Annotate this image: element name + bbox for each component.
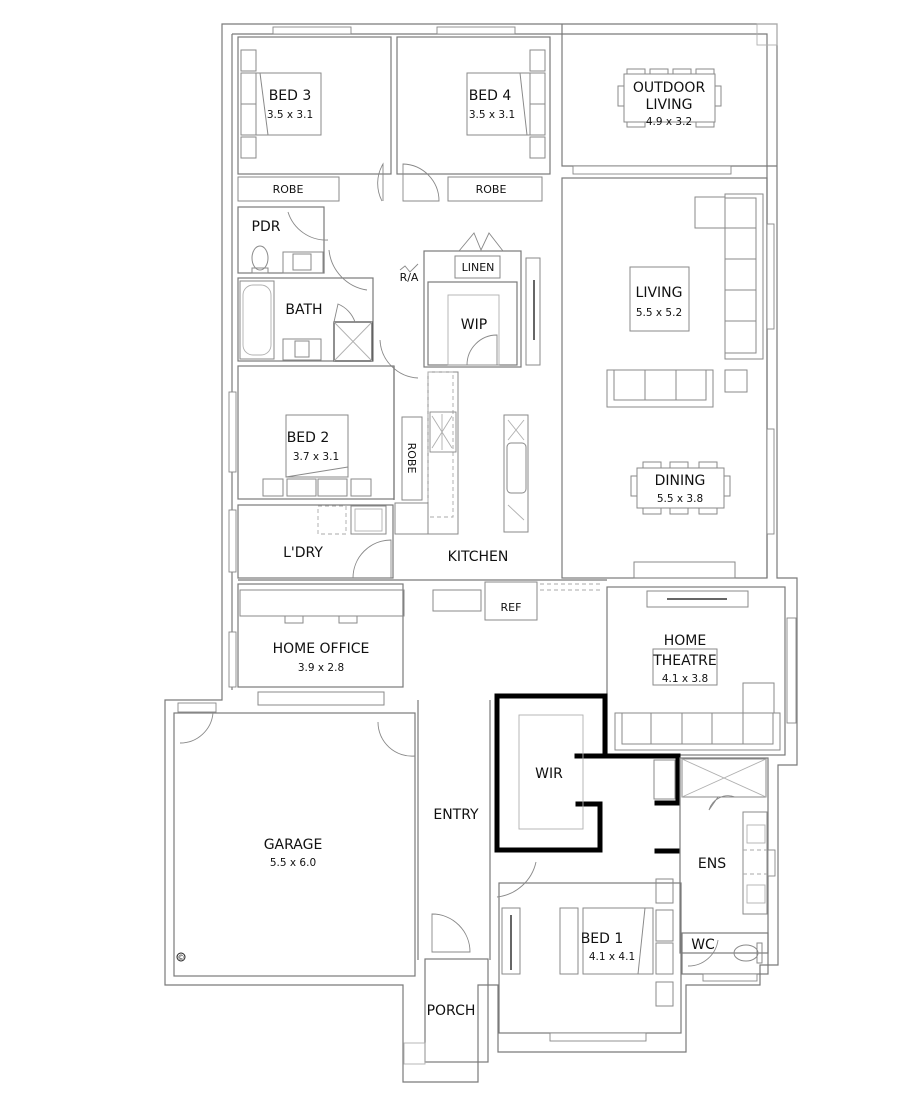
porch: PORCH [403,913,489,1065]
bedroom-4: BED 4 3.5 x 3.1 ROBE [396,26,551,202]
entry: ENTRY [433,807,479,823]
bedroom-3: BED 3 3.5 x 3.1 ROBE [237,26,392,202]
copyright-symbol: © [178,954,185,962]
office-size: 3.9 x 2.8 [298,662,344,674]
ens-label: ENS [698,856,726,872]
office-label: HOME OFFICE [273,641,370,657]
kitchen-label: KITCHEN [448,549,509,565]
door-pdr [287,211,329,241]
living-label: LIVING [636,285,683,301]
walk-in-robe: WIR [494,693,681,854]
wip-linen: R/A LINEN WIP [400,232,541,368]
robe4-label: ROBE [476,183,507,196]
laundry: L'DRY [228,504,394,579]
home-office: HOME OFFICE 3.9 x 2.8 [228,583,482,706]
robe3-label: ROBE [273,183,304,196]
robe2-label: ROBE [405,443,418,474]
bed2-size: 3.7 x 3.1 [293,451,339,463]
entry-label: ENTRY [433,807,479,823]
pdr-label: PDR [252,219,281,235]
bed1-size: 4.1 x 4.1 [589,951,635,963]
home-theatre: HOME THEATRE 4.1 x 3.8 [606,586,797,756]
garage-size: 5.5 x 6.0 [270,857,316,869]
bedroom-2: BED 2 3.7 x 3.1 ROBE [228,365,423,501]
linen-label: LINEN [462,261,495,274]
dining-label: DINING [655,473,706,489]
door-bed4 [402,163,440,202]
outdoor-label-1: OUTDOOR [633,80,706,96]
bed4-size: 3.5 x 3.1 [469,109,515,121]
wir-label: WIR [535,766,563,782]
ra-label: R/A [400,271,419,284]
outdoor-living: OUTDOOR LIVING 4.9 x 3.2 [572,68,732,175]
dining-size: 5.5 x 3.8 [657,493,703,505]
bathroom: BATH [237,249,419,379]
theatre-size: 4.1 x 3.8 [662,673,708,685]
ref-label: REF [501,601,522,614]
theatre-label-2: THEATRE [652,653,717,669]
interior-walls [238,366,607,960]
bedroom-1: BED 1 4.1 x 4.1 [496,861,682,1042]
garage: GARAGE 5.5 x 6.0 © [173,691,416,977]
theatre-label-1: HOME [664,633,706,649]
powder-room: PDR [237,206,329,274]
wip-label: WIP [461,317,487,333]
bed2-label: BED 2 [287,430,330,446]
kitchen: KITCHEN REF [394,371,600,621]
living-size: 5.5 x 5.2 [636,307,682,319]
bed4-label: BED 4 [469,88,512,104]
laundry-label: L'DRY [283,545,323,561]
outdoor-label-2: LIVING [646,97,693,113]
bed1-label: BED 1 [581,931,624,947]
bed3-size: 3.5 x 3.1 [267,109,313,121]
garage-label: GARAGE [264,837,323,853]
living-area: LIVING 5.5 x 5.2 DINING 5.5 x 3.8 [561,177,775,579]
wc-label: WC [691,937,715,953]
outdoor-size: 4.9 x 3.2 [646,116,692,128]
door-bed3 [377,162,384,202]
ensuite: ENS WC [679,757,776,982]
bath-label: BATH [285,302,322,318]
porch-label: PORCH [427,1003,476,1019]
bed3-label: BED 3 [269,88,312,104]
